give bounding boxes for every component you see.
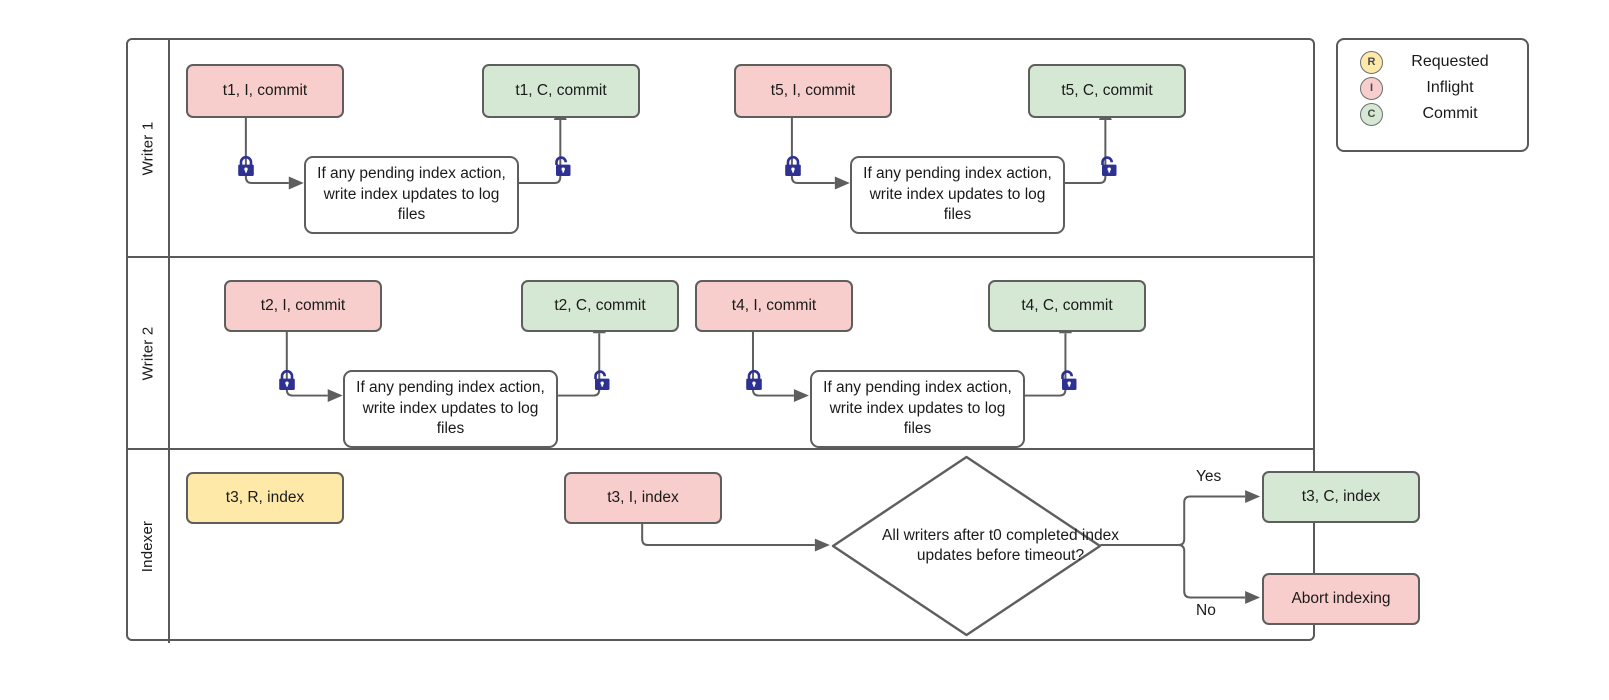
inflight-badge-icon: I [1360,76,1383,100]
legend-item-requested: R Requested [1360,49,1513,75]
arrowhead-t3i-to-decision [814,538,830,552]
lock-closed-icon [743,369,765,391]
lane-writer-1: Writer 1 t1, I, commit [128,40,1313,256]
node-t2-commit-commit[interactable]: t2, C, commit [521,280,679,332]
commit-badge-icon: C [1360,102,1383,126]
node-decision-writers-completed[interactable]: All writers after t0 completed index upd… [831,455,1119,637]
legend-label-commit: Commit [1422,105,1478,122]
node-t1-inflight-commit[interactable]: t1, I, commit [186,64,344,118]
lane-header-writer-2: Writer 2 [128,258,170,448]
lane-header-indexer: Indexer [128,450,170,643]
node-t3-requested-index[interactable]: t3, R, index [186,472,344,524]
arrowhead-t2i-to-action [327,389,343,402]
legend-item-inflight: I Inflight [1360,75,1513,101]
lane-indexer: Indexer t3, R, index t3, I, [128,448,1420,643]
lock-open-icon [589,369,611,391]
edge-decision-no [1178,544,1246,599]
lane-writer-2: Writer 2 t2, I, commit If any pending in… [128,256,1313,448]
node-writer1-index-action-2[interactable]: If any pending index action, write index… [850,156,1065,234]
legend-panel: R Requested I Inflight C Commit [1336,38,1529,152]
lock-open-icon [550,155,572,177]
swimlane-pool: Writer 1 t1, I, commit [126,38,1420,643]
node-writer2-index-action-2[interactable]: If any pending index action, write index… [810,370,1025,448]
lock-closed-icon [276,369,298,391]
lane-header-writer-1: Writer 1 [128,40,170,256]
lock-closed-icon [782,155,804,177]
lane-body-writer-2: t2, I, commit If any pending index actio… [170,258,1313,448]
edge-t3i-to-decision [641,521,815,547]
arrowhead-decision-yes [1245,490,1261,503]
node-abort-indexing[interactable]: Abort indexing [1262,573,1420,625]
lock-open-icon [1096,155,1118,177]
arrowhead-t4i-to-action [793,389,809,402]
arrowhead-t5i-to-action [834,176,850,190]
arrowhead-decision-no [1245,591,1261,604]
node-t1-commit-commit[interactable]: t1, C, commit [482,64,640,118]
node-t2-inflight-commit[interactable]: t2, I, commit [224,280,382,332]
lane-body-indexer: t3, R, index t3, I, index All writers af… [170,450,1420,643]
lane-label-indexer: Indexer [139,520,157,573]
lane-label-writer-2: Writer 2 [139,326,157,380]
decision-label: All writers after t0 completed index upd… [882,526,1119,564]
node-t4-inflight-commit[interactable]: t4, I, commit [695,280,853,332]
node-writer1-index-action-1[interactable]: If any pending index action, write index… [304,156,519,234]
node-writer2-index-action-1[interactable]: If any pending index action, write index… [343,370,558,448]
node-t3-commit-index[interactable]: t3, C, index [1262,471,1420,523]
node-t5-commit-commit[interactable]: t5, C, commit [1028,64,1186,118]
branch-label-yes: Yes [1196,468,1222,485]
arrowhead-t1i-to-action [288,176,304,190]
legend-label-requested: Requested [1411,53,1489,70]
decision-diamond-shape [831,455,1102,637]
edge-decision-yes [1178,495,1246,547]
requested-badge-icon: R [1360,50,1383,74]
legend-label-inflight: Inflight [1426,79,1474,96]
lock-open-icon [1056,369,1078,391]
legend-item-commit: C Commit [1360,101,1513,127]
node-t3-inflight-index[interactable]: t3, I, index [564,472,722,524]
lock-closed-icon [235,155,257,177]
branch-label-no: No [1196,602,1216,619]
lane-body-writer-1: t1, I, commit If any pending index actio… [170,40,1313,256]
node-t4-commit-commit[interactable]: t4, C, commit [988,280,1146,332]
node-t5-inflight-commit[interactable]: t5, I, commit [734,64,892,118]
lane-label-writer-1: Writer 1 [139,121,157,175]
